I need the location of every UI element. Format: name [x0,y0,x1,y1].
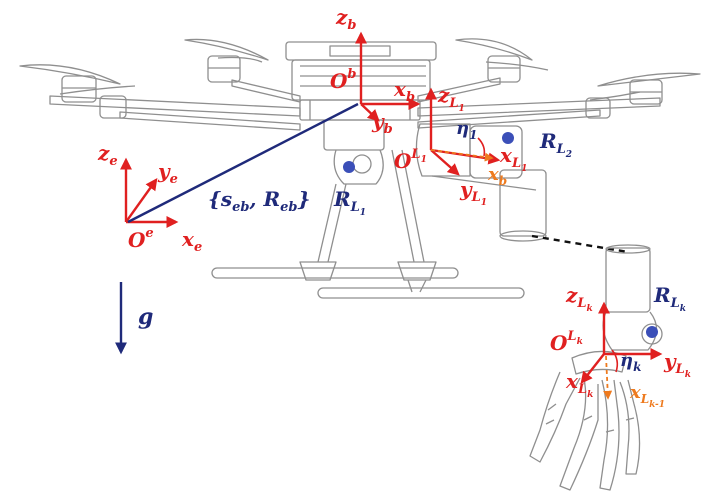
body-origin-label: Ob [330,67,357,93]
manipulator-link-k [529,244,663,491]
gravity-label: g [138,304,153,330]
landing-gear [211,149,525,299]
body-z-label: zb [335,5,356,33]
pose-vector [127,102,359,224]
body-x-label: xb [393,77,415,105]
linkk-frame-axes [580,301,663,384]
linkk-z-label: zLk [565,283,593,314]
joint-dot-k [646,326,658,338]
link1-y-label: yL1 [459,177,487,208]
link1-xb-copy-label: xb [487,164,507,188]
rotation-label-k: RLk [653,283,686,314]
manipulator-link-1 [415,123,547,242]
linkk-eta-label: ηk [620,350,641,374]
link1-y-axis [430,149,460,176]
body-y-label: yb [371,109,393,137]
rotation-label-1: RL1 [333,187,366,218]
joint-dot-1 [343,161,355,173]
world-y-axis [125,178,158,223]
linkk-y-label: yLk [663,349,691,380]
world-x-label: xe [181,227,202,255]
rotation-label-2: RL2 [539,129,572,160]
link1-xb-copy [430,137,494,162]
motors [61,55,663,119]
link1-x-label: xL1 [499,143,527,174]
linkk-origin-label: OLk [550,329,583,355]
link1-z-label: zL1 [437,83,465,114]
world-frame-axes [120,157,179,228]
link1-origin-label: OL1 [394,147,427,173]
body-frame-axes [355,31,421,122]
linkk-x-axis [580,353,605,384]
body-y-axis [360,103,380,122]
link-continuation [531,234,629,254]
link1-eta-label: η1 [456,118,477,142]
joint-dot-2 [502,132,514,144]
linkk-xprev-label: xLk-1 [629,382,665,410]
drone-drawing [19,38,701,491]
propellers [19,38,701,101]
world-origin-label: Oe [128,226,154,252]
linkk-x-label: xLk [565,369,593,400]
world-z-label: ze [97,141,118,169]
world-y-label: ye [157,159,178,187]
linkk-xprev [603,349,619,400]
pose-label: {seb, Reb} [208,187,310,215]
